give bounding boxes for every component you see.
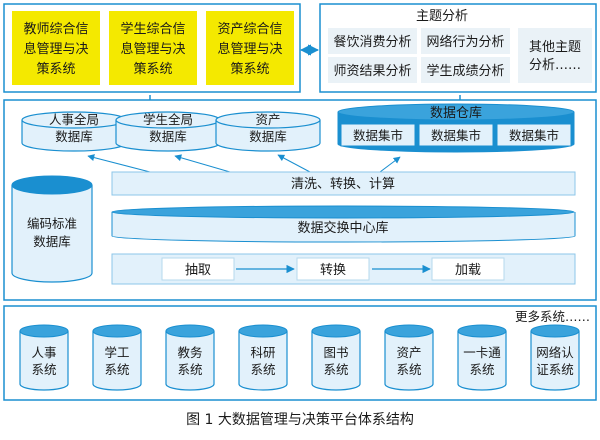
etl-step-label: 抽取 (185, 263, 211, 278)
global-database (115, 111, 221, 152)
app-system-label: 教师综合信 (23, 21, 88, 37)
source-system-label: 教务 (177, 345, 202, 360)
global-database-label: 人事全局 (49, 112, 99, 127)
theme-item-box (328, 28, 417, 54)
app-system-label: 息管理与决 (217, 41, 282, 57)
data-warehouse-title: 数据仓库 (430, 105, 482, 121)
etl-step-box (161, 257, 235, 281)
source-system-label: 科研 (250, 345, 275, 360)
source-system-db (19, 324, 69, 391)
exchange-center-label: 数据交换中心库 (297, 220, 388, 236)
source-system-label: 图书 (323, 345, 348, 360)
theme-item-label: 学生成绩分析 (426, 63, 504, 79)
source-system-db (238, 324, 288, 391)
theme-item-box (421, 28, 510, 54)
coding-standard-db (11, 175, 93, 283)
source-system-label: 系统 (177, 362, 202, 377)
exchange-center-db (111, 205, 576, 243)
app-system-label: 策系统 (230, 61, 269, 77)
source-system-label: 网络认 (536, 345, 574, 360)
theme-item-label: 师资结果分析 (333, 64, 411, 79)
source-system-label: 系统 (104, 362, 129, 377)
source-system-label: 学工 (104, 345, 129, 360)
source-system-label: 系统 (323, 362, 348, 377)
source-system-db (92, 324, 142, 391)
global-database (21, 111, 127, 152)
app-system-box (206, 11, 294, 85)
data-mart-box (418, 123, 494, 147)
app-system-label: 学生综合信 (120, 21, 185, 37)
other-theme-line-2: 分析…… (529, 58, 581, 73)
app-system-label: 策系统 (36, 61, 75, 77)
figure-caption: 图 1 大数据管理与决策平台体系结构 (186, 411, 414, 428)
source-system-db (530, 324, 580, 391)
theme-analysis-title: 主题分析 (416, 9, 468, 24)
coding-standard-db-line-1: 编码标准 (27, 216, 77, 231)
data-mart-label: 数据集市 (509, 128, 559, 143)
theme-item-box (328, 57, 417, 83)
other-theme-box (518, 28, 592, 83)
global-database-label: 资产 (255, 112, 280, 127)
data-mart-box (340, 123, 416, 147)
clean-transform-bar (111, 171, 576, 196)
source-system-label: 一卡通 (463, 345, 501, 360)
data-mart-box (496, 123, 572, 147)
global-database (215, 111, 321, 152)
source-system-label: 系统 (250, 362, 275, 377)
source-system-db (311, 324, 361, 391)
etl-step-box (296, 257, 370, 281)
theme-item-box (421, 57, 510, 83)
source-system-label: 人事 (31, 345, 56, 360)
app-system-label: 策系统 (133, 61, 172, 77)
coding-standard-db-line-2: 数据库 (33, 234, 71, 249)
app-system-label: 息管理与决 (23, 41, 88, 57)
source-system-label: 系统 (469, 362, 494, 377)
more-systems-label: 更多系统…… (515, 309, 590, 324)
global-database-label: 数据库 (149, 129, 187, 144)
data-mart-label: 数据集市 (353, 128, 403, 143)
clean-to-db3-arrow (277, 154, 311, 173)
source-system-label: 证系统 (536, 362, 574, 377)
app-system-box (12, 11, 100, 85)
source-system-db (384, 324, 434, 391)
etl-step-box (431, 257, 505, 281)
global-database-label: 学生全局 (143, 112, 193, 127)
theme-item-label: 餐饮消费分析 (333, 34, 411, 50)
data-mart-label: 数据集市 (431, 128, 481, 143)
etl-step-label: 转换 (320, 263, 346, 278)
theme-item-label: 网络行为分析 (426, 34, 504, 50)
source-system-db (165, 324, 215, 391)
clean-transform-label: 清洗、转换、计算 (291, 177, 395, 192)
app-system-box (109, 11, 197, 85)
etl-step-label: 加载 (455, 263, 481, 278)
clean-to-db2-arrow (174, 154, 231, 173)
app-system-label: 资产综合信 (217, 22, 282, 37)
clean-to-db1-arrow (87, 154, 151, 173)
source-system-db (457, 324, 507, 391)
source-system-label: 资产 (396, 345, 421, 360)
source-system-label: 系统 (396, 362, 421, 377)
source-system-label: 系统 (31, 362, 56, 377)
global-database-label: 数据库 (55, 129, 93, 144)
other-theme-line-1: 其他主题 (529, 40, 581, 55)
app-system-label: 息管理与决 (120, 41, 185, 57)
clean-to-warehouse-arrow (379, 156, 401, 173)
global-database-label: 数据库 (249, 129, 287, 144)
